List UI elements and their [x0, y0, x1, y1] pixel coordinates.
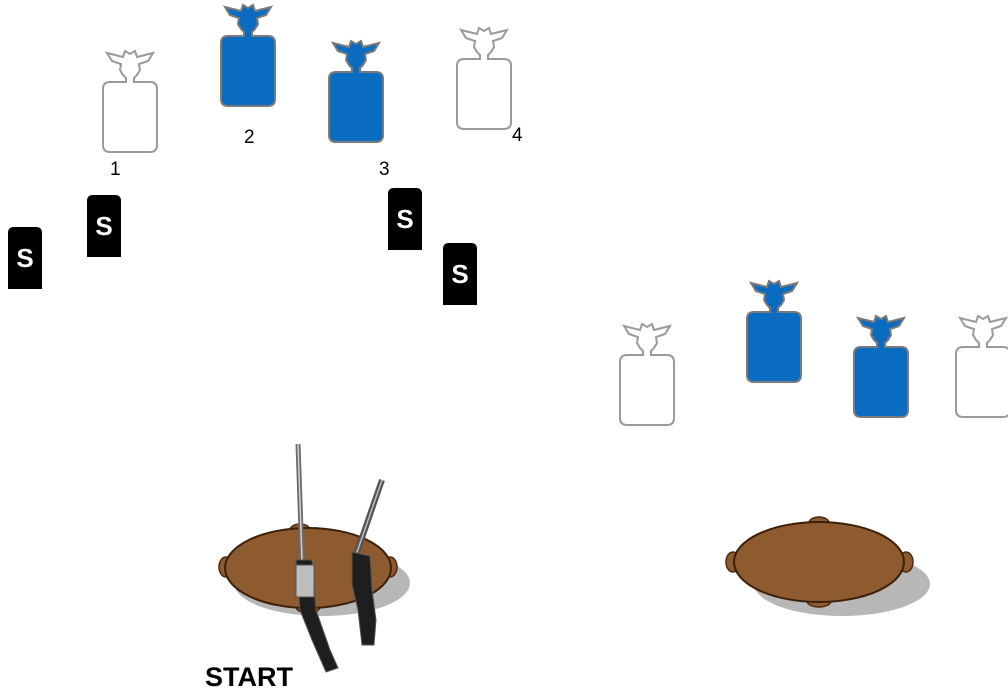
table-right: [726, 517, 930, 616]
target-2-label: 2: [244, 128, 255, 147]
plate-letter: S: [16, 243, 33, 273]
steel-plate-1: S: [8, 227, 42, 289]
right-target-2: [747, 281, 801, 382]
steel-plate-3: S: [388, 188, 422, 250]
target-1-label: 1: [110, 160, 121, 179]
plate-letter: S: [451, 259, 468, 289]
target-4-label: 4: [512, 126, 523, 145]
right-target-4: [956, 316, 1008, 417]
steel-plate-2: S: [87, 195, 121, 257]
target-3: [329, 41, 383, 142]
right-target-3: [854, 316, 908, 417]
target-2: [221, 5, 275, 106]
start-label: START: [205, 664, 293, 691]
right-target-1: [620, 324, 674, 425]
target-1: [103, 51, 157, 152]
target-4: [457, 28, 511, 129]
plate-letter: S: [95, 211, 112, 241]
plate-letter: S: [396, 204, 413, 234]
target-3-label: 3: [379, 160, 390, 179]
steel-plate-4: S: [443, 243, 477, 305]
